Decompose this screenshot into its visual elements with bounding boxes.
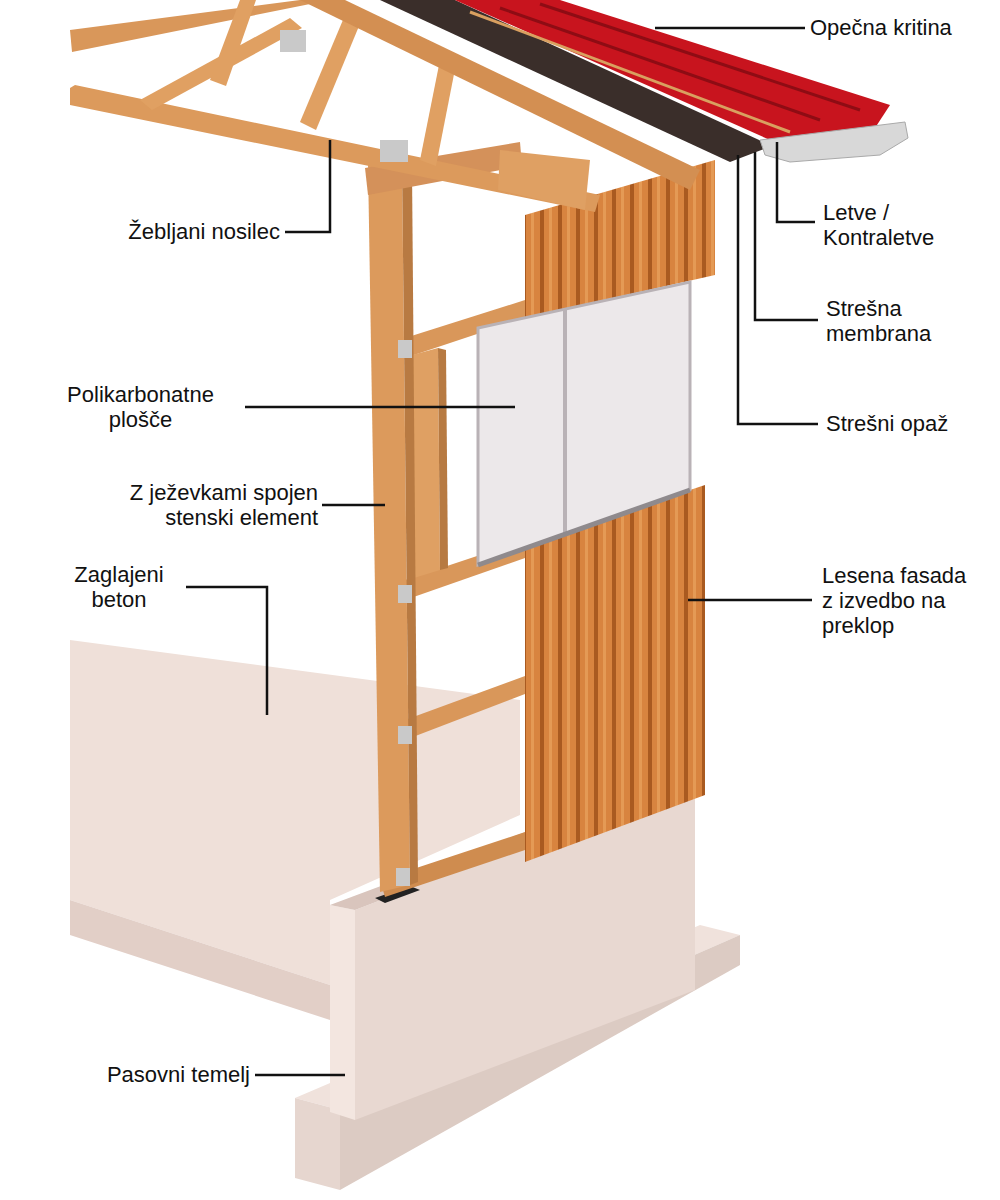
part-label: Strešni opaž: [826, 411, 996, 436]
part-label: Lesena fasada z izvedbo na preklop: [822, 563, 974, 638]
part-label: Strešna membrana: [826, 296, 976, 346]
part-label: Polikarbonatne plošče: [38, 382, 243, 432]
part-label: Žebljani nosilec: [70, 219, 280, 244]
leader-lines: [186, 28, 818, 1075]
part-label: Opečna kritina: [810, 15, 996, 40]
part-label: Letve / Kontraletve: [823, 200, 973, 250]
part-label: Pasovni temelj: [55, 1062, 250, 1087]
part-label: Zaglajeni beton: [55, 562, 183, 612]
part-label: Z ježevkami spojen stenski element: [60, 480, 318, 530]
